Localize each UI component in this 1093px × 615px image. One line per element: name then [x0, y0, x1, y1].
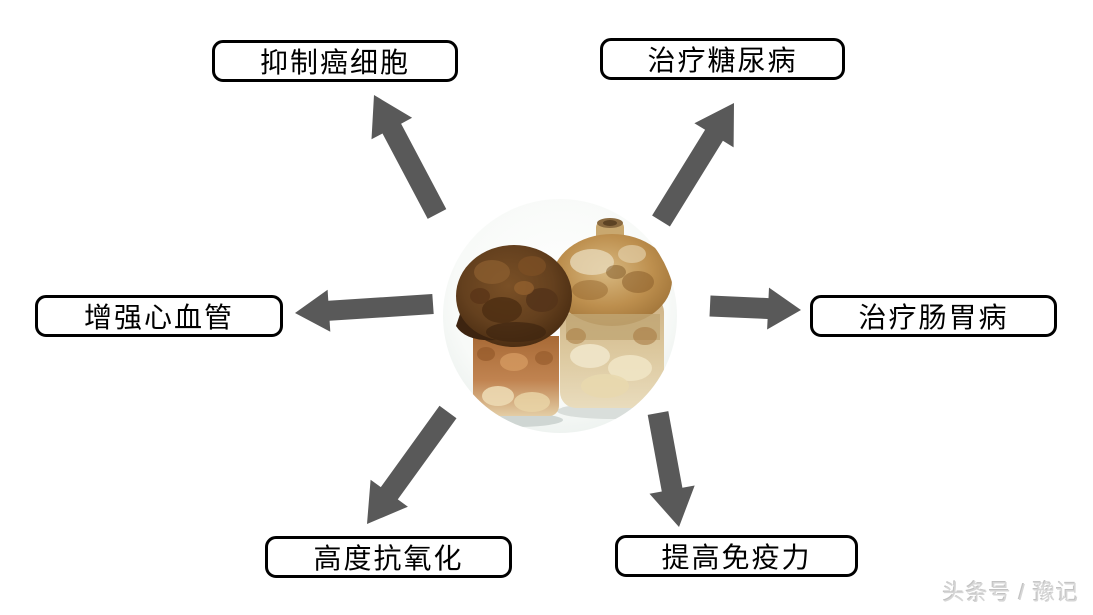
node-label: 治疗糖尿病 [647, 45, 798, 76]
node-boost-immunity: 提高免疫力 [615, 535, 858, 577]
node-label: 高度抗氧化 [313, 543, 464, 574]
node-label: 治疗肠胃病 [858, 302, 1009, 333]
left-fungus [456, 245, 572, 427]
node-label: 抑制癌细胞 [259, 47, 410, 78]
arrow-to-treat-gastrointestinal [709, 287, 801, 330]
node-label: 增强心血管 [83, 302, 234, 333]
watermark: 头条号 / 豫记 [942, 580, 1079, 605]
node-treat-gastrointestinal: 治疗肠胃病 [810, 295, 1057, 337]
right-fungus [552, 218, 672, 419]
arrow-to-inhibit-cancer-cells [371, 95, 447, 219]
center-fungus-photo [443, 199, 677, 433]
node-inhibit-cancer-cells: 抑制癌细胞 [212, 40, 458, 82]
node-treat-diabetes: 治疗糖尿病 [600, 38, 845, 80]
node-high-antioxidant: 高度抗氧化 [265, 536, 512, 578]
arrow-to-strengthen-cardiovascular [295, 289, 434, 332]
node-label: 提高免疫力 [661, 542, 812, 573]
node-strengthen-cardiovascular: 增强心血管 [35, 295, 283, 337]
